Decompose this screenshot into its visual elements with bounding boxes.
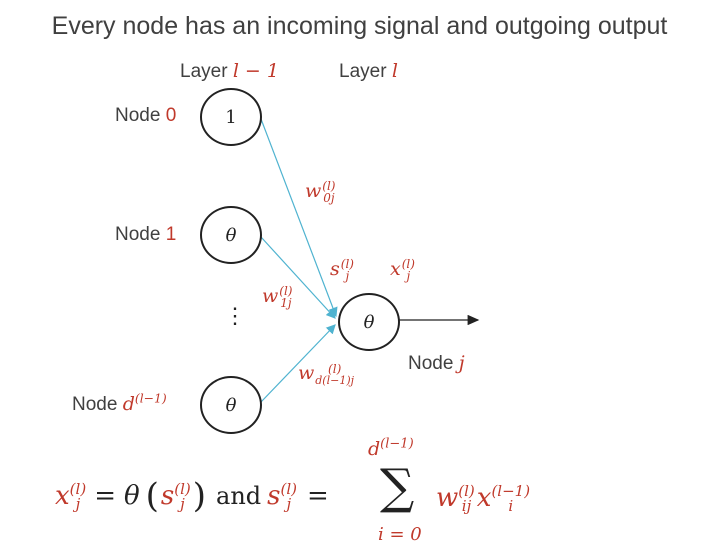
node1-index: 1 <box>165 224 177 245</box>
formula-x-lhs: x(l)j <box>55 479 87 513</box>
formula-w-term: w(l)ij <box>436 481 475 515</box>
layer-curr-heading: Layer l <box>339 60 398 83</box>
slide-title: Every node has an incoming signal and ou… <box>51 12 668 40</box>
edge-node1-to-nodej <box>260 236 336 319</box>
sum-symbol: ∑ <box>380 459 415 515</box>
nodej-index: j <box>458 352 465 374</box>
nodej-circle: θ <box>338 293 400 351</box>
formula-s-inner: s(l)j <box>160 479 191 513</box>
noded-label: Node d(l−1) <box>72 391 167 415</box>
formula-s-lhs: s(l)j <box>267 479 298 513</box>
sum-upper-limit: d(l−1) <box>368 436 414 460</box>
vertical-ellipsis: ⋮ <box>224 303 246 328</box>
node0-circle: 1 <box>200 88 262 146</box>
sum-lower-limit: i = 0 <box>378 524 422 545</box>
formula-equals-1: = <box>94 481 116 511</box>
formula-theta: θ <box>123 481 140 511</box>
node0-label: Node 0 <box>115 105 177 126</box>
layer-prev-var: l − 1 <box>232 60 279 82</box>
signal-x: x(l)j <box>390 257 415 283</box>
weight-w1j: w(l)1j <box>262 284 293 310</box>
layer-curr-text: Layer <box>339 61 392 82</box>
node0-index: 0 <box>165 105 177 126</box>
formula-left: x(l)j = θ ( s(l)j ) and s(l)j = <box>55 466 339 526</box>
weight-w0j: w(l)0j <box>305 179 336 205</box>
layer-prev-heading: Layer l − 1 <box>180 60 279 83</box>
signal-s: s(l)j <box>330 257 354 283</box>
noded-circle: θ <box>200 376 262 434</box>
noded-index: d(l−1) <box>122 391 167 415</box>
formula-and: and <box>216 482 262 510</box>
node1-circle: θ <box>200 206 262 264</box>
nodej-label: Node j <box>408 352 465 374</box>
formula-paren-open: ( <box>145 476 159 516</box>
layer-curr-var: l <box>391 60 398 82</box>
layer-prev-text: Layer <box>180 61 233 82</box>
weight-wdj: w(l)d(l−1)j <box>298 361 355 387</box>
edge-node0-to-nodej <box>260 118 338 318</box>
formula-equals-2: = <box>307 481 329 511</box>
formula-paren-close: ) <box>192 476 207 516</box>
edge-noded-to-nodej <box>260 324 336 403</box>
node1-label: Node 1 <box>115 224 177 245</box>
formula-right: w(l)ij x(l−1)i <box>436 470 530 526</box>
formula-x-term: x(l−1)i <box>476 481 531 515</box>
